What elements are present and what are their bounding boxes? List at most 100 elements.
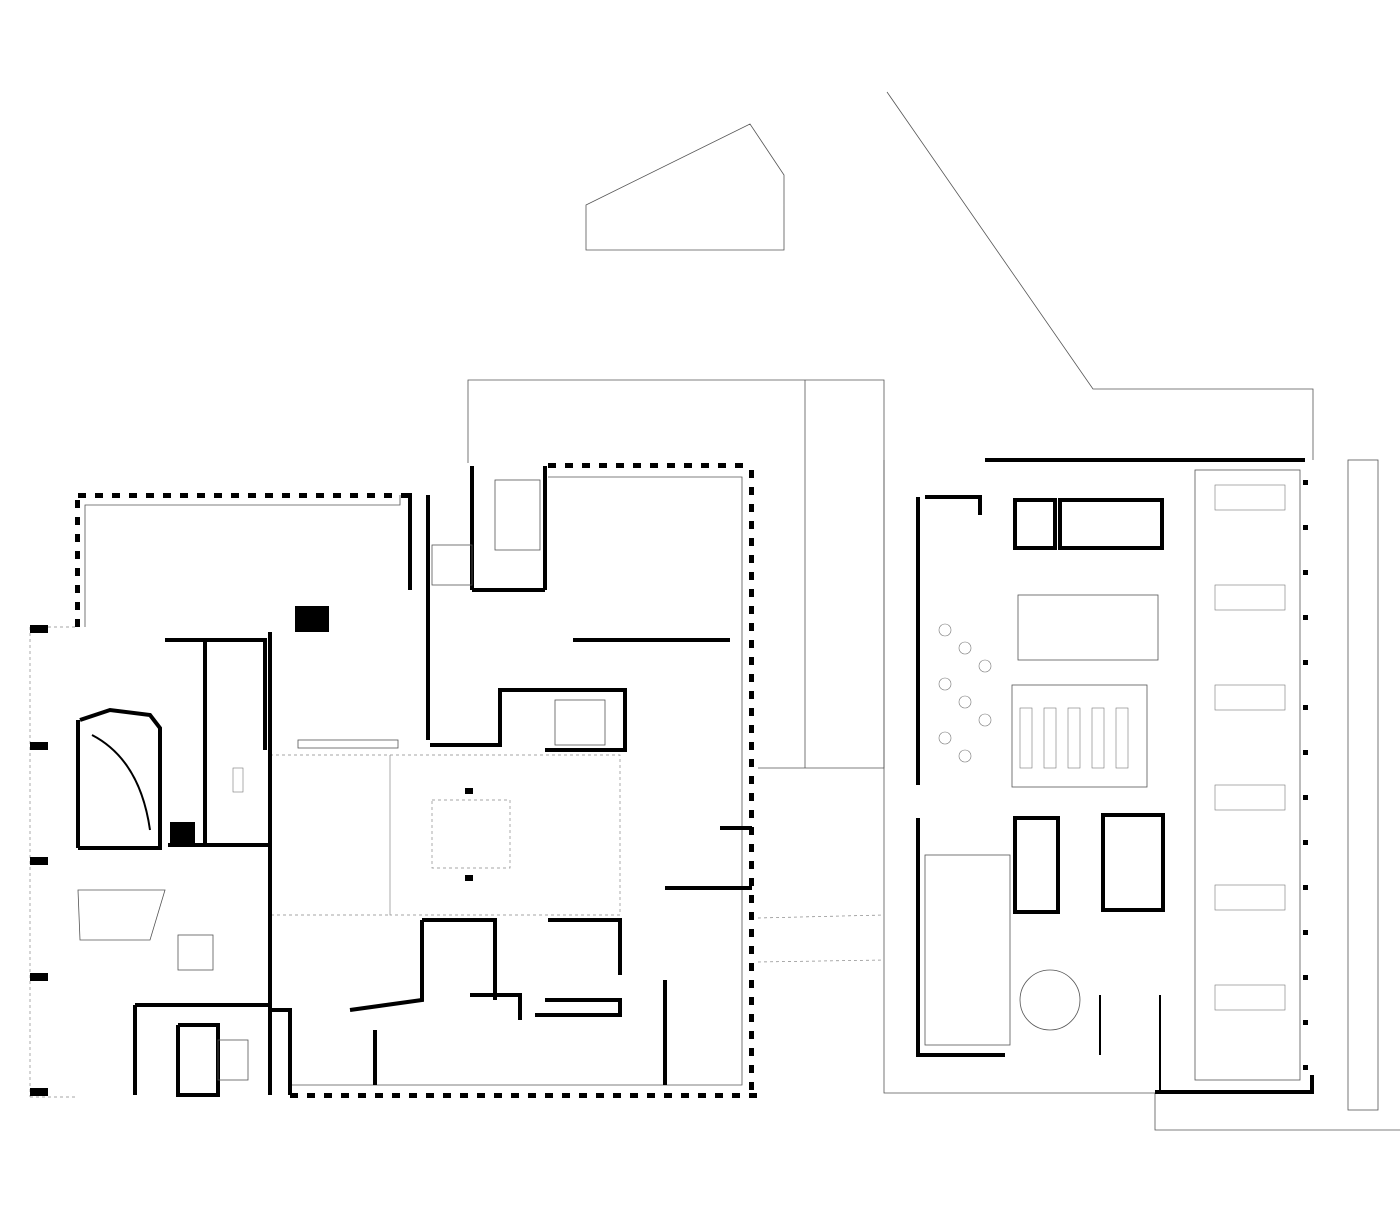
chair (938, 677, 952, 691)
column (749, 895, 754, 903)
column (341, 1093, 349, 1098)
column (78, 493, 86, 498)
column (1303, 570, 1308, 575)
column (367, 493, 375, 498)
column (749, 980, 754, 988)
column (664, 1093, 672, 1098)
column (749, 623, 754, 631)
column (1303, 1065, 1308, 1070)
table (1115, 707, 1129, 769)
column (735, 463, 743, 468)
column (749, 487, 754, 495)
column (333, 493, 341, 498)
column (1303, 660, 1308, 665)
column (1303, 930, 1308, 935)
column (749, 878, 754, 886)
perimeter-columns (1303, 480, 1308, 1070)
desk (1214, 784, 1286, 811)
column (749, 470, 754, 478)
column (749, 691, 754, 699)
chair (978, 659, 992, 673)
column (1303, 615, 1308, 620)
column (375, 1093, 383, 1098)
column (95, 493, 103, 498)
column (633, 463, 641, 468)
column (231, 493, 239, 498)
column (477, 1093, 485, 1098)
column (630, 1093, 638, 1098)
column (299, 493, 307, 498)
column (426, 1093, 434, 1098)
column (749, 742, 754, 750)
column (494, 1093, 502, 1098)
table (1091, 707, 1105, 769)
column (732, 1093, 740, 1098)
column (460, 1093, 468, 1098)
column (350, 493, 358, 498)
column (75, 517, 80, 525)
column (749, 1065, 754, 1073)
column (647, 1093, 655, 1098)
column (749, 997, 754, 1005)
column (681, 1093, 689, 1098)
column (197, 493, 205, 498)
column (1303, 1020, 1308, 1025)
column (562, 1093, 570, 1098)
column (75, 619, 80, 627)
column (749, 1082, 754, 1090)
column (324, 1093, 332, 1098)
column (749, 844, 754, 852)
column (582, 463, 590, 468)
chair (958, 695, 972, 709)
column (749, 725, 754, 733)
column (75, 585, 80, 593)
column (248, 493, 256, 498)
column (392, 1093, 400, 1098)
site-outline (29, 91, 1400, 1131)
column (667, 463, 675, 468)
column (749, 827, 754, 835)
column (384, 493, 392, 498)
column (749, 538, 754, 546)
column (749, 1048, 754, 1056)
column (75, 534, 80, 542)
column (749, 793, 754, 801)
column (401, 493, 409, 498)
furniture (938, 484, 1286, 1011)
column (282, 493, 290, 498)
column (511, 1093, 519, 1098)
desk (1214, 984, 1286, 1011)
column (749, 861, 754, 869)
column (528, 1093, 536, 1098)
column (749, 912, 754, 920)
column (749, 572, 754, 580)
column (75, 568, 80, 576)
column (749, 708, 754, 716)
perimeter-columns (75, 463, 757, 1098)
column (545, 1093, 553, 1098)
table (1043, 707, 1057, 769)
column (409, 1093, 417, 1098)
column (1303, 480, 1308, 485)
column (1303, 885, 1308, 890)
column (358, 1093, 366, 1098)
column (1303, 975, 1308, 980)
table (1067, 707, 1081, 769)
column (1303, 750, 1308, 755)
column (307, 1093, 315, 1098)
column (290, 1093, 298, 1098)
column (75, 500, 80, 508)
column (1303, 795, 1308, 800)
column (265, 493, 273, 498)
column (749, 640, 754, 648)
column (749, 657, 754, 665)
column (749, 521, 754, 529)
table (1019, 707, 1033, 769)
column (75, 602, 80, 610)
column (749, 606, 754, 614)
column (1303, 705, 1308, 710)
column (548, 463, 556, 468)
chair (958, 749, 972, 763)
column (715, 1093, 723, 1098)
